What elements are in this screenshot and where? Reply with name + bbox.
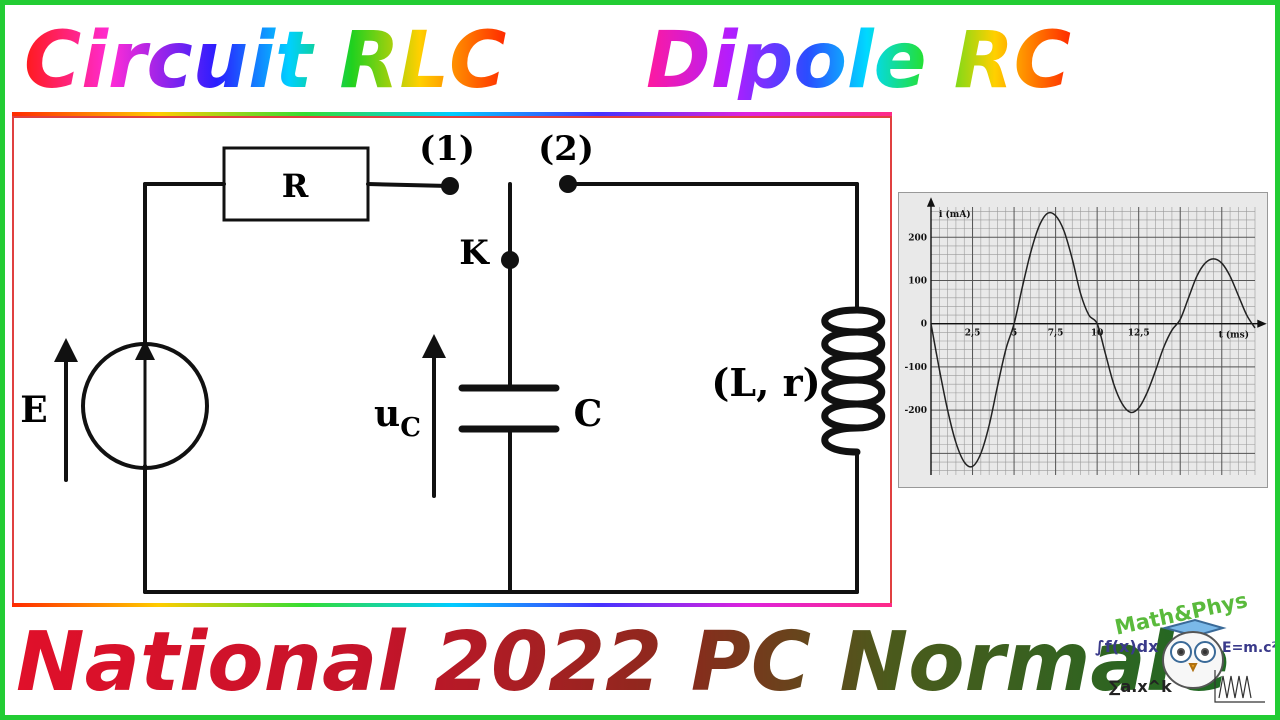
circuit-diagram: R (1) (2) K E C uC (L, r) (20, 129, 886, 594)
inductor-label: (L, r) (711, 360, 820, 405)
title-national-2022: National 2022 PC Normale (16, 615, 1230, 710)
switch-pos1-label: (1) (419, 129, 475, 169)
inductor-coil (821, 306, 886, 456)
voltage-label-sub: C (400, 413, 421, 443)
current-graph-svg: 2,5 5 7,5 10 12,5 200 100 0 -100 -200 i (mA) t (m… (904, 197, 1267, 475)
y-axis-label: i (mA) (939, 209, 971, 220)
x-tick-label: 2,5 (965, 329, 981, 339)
e-arrow-head (54, 338, 78, 362)
resistor-label: R (282, 167, 309, 205)
logo-formula-sum: ∑a.x^k (1109, 677, 1172, 696)
current-graph: 2,5 5 7,5 10 12,5 200 100 0 -100 -200 i (mA) t (m… (898, 192, 1268, 488)
y-tick-label: 100 (908, 276, 927, 286)
x-tick-label: 12,5 (1128, 329, 1150, 339)
y-tick-label: 200 (908, 233, 927, 243)
x-tick-label: 7,5 (1048, 329, 1064, 339)
switch-label: K (459, 233, 490, 273)
title-dipole-rc: Dipole RC (646, 16, 1072, 106)
title-circuit-rlc: Circuit RLC (24, 16, 507, 106)
current-curve (930, 211, 1256, 468)
x-tick-label: 5 (1011, 329, 1017, 339)
x-axis-arrow (1257, 319, 1267, 328)
grid-minor (930, 207, 1256, 475)
switch-pos2-label: (2) (538, 129, 594, 169)
uc-arrow-head (422, 334, 446, 358)
rainbow-divider-top (12, 112, 892, 116)
voltage-label: uC (374, 393, 421, 443)
rainbow-divider-bottom (12, 603, 892, 607)
x-axis-label: t (ms) (1219, 330, 1249, 341)
y-tick-label: -100 (904, 363, 927, 373)
axes (926, 197, 1267, 475)
wire-resistor-switch (366, 182, 451, 188)
circuit-panel: R (1) (2) K E C uC (L, r) (12, 116, 892, 606)
switch-contact-2 (559, 175, 577, 193)
y-tick-label: 0 (921, 320, 927, 330)
y-axis-arrow (926, 197, 936, 207)
switch-contact-1 (441, 177, 459, 195)
owl-icon (1161, 618, 1227, 689)
tick-labels: 2,5 5 7,5 10 12,5 200 100 0 -100 -200 (904, 233, 1149, 416)
logo-formula-integral: ∫f(x)dx (1095, 637, 1159, 656)
switch-pivot (501, 251, 519, 269)
source-arrow-head (135, 340, 155, 360)
voltage-label-main: u (374, 393, 400, 435)
signal-icon (1214, 670, 1265, 703)
math-phys-logo: Math&Phys ∫f(x)dx E=m.c² ∑a.x^k (1095, 580, 1278, 712)
logo-formula-energy: E=m.c² (1222, 640, 1275, 656)
y-tick-label: -200 (904, 406, 927, 416)
source-label: E (20, 389, 47, 431)
x-tick-label: 10 (1091, 329, 1104, 339)
logo-svg: Math&Phys ∫f(x)dx E=m.c² ∑a.x^k (1095, 588, 1278, 703)
capacitor-label: C (574, 393, 603, 435)
